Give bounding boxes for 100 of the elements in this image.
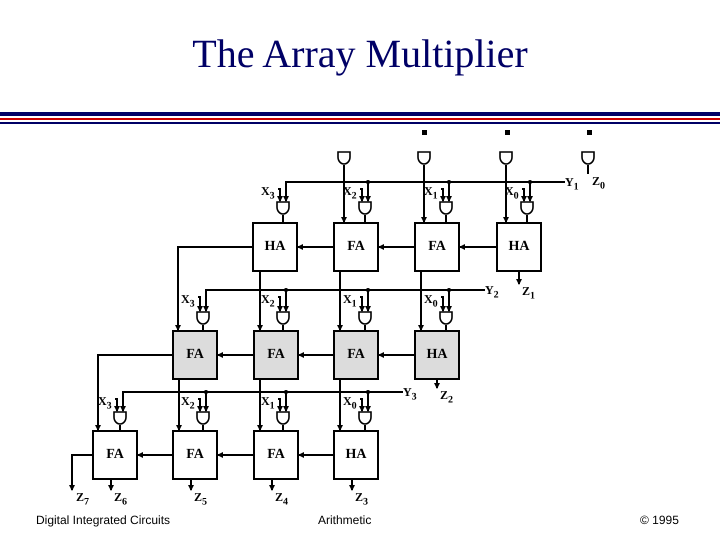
wire — [202, 325, 204, 330]
output-label: Z$_{5}$ — [184, 490, 208, 504]
arrow — [188, 480, 194, 491]
arrow — [114, 398, 120, 412]
arrow — [257, 380, 263, 431]
arrow — [137, 452, 172, 458]
signal-label: X$_{0}$ — [343, 394, 360, 408]
adder-block: HA — [496, 222, 542, 272]
output-label: Z$_{0}$ — [582, 174, 606, 188]
adder-block: FA — [172, 430, 218, 480]
wire — [282, 425, 284, 430]
signal-label: X$_{2}$ — [181, 394, 198, 408]
output-label: Z$_{2}$ — [430, 388, 454, 402]
and-gate-symbol — [417, 151, 431, 165]
wire — [364, 425, 366, 430]
arrow — [95, 354, 172, 431]
signal-label: Y$_{3}$ — [403, 385, 423, 399]
signal-label: X$_{1}$ — [424, 184, 441, 198]
adder-block: FA — [414, 222, 460, 272]
signal-label: X$_{0}$ — [424, 292, 441, 306]
wire — [282, 215, 284, 222]
and-gate-symbol — [358, 411, 372, 425]
signal-label: Y$_{2}$ — [485, 283, 505, 297]
arrow — [69, 454, 92, 491]
output-label: Z$_{7}$ — [66, 490, 90, 504]
signal-label: X$_{2}$ — [261, 292, 278, 306]
arrow — [459, 244, 496, 250]
footer-text: © 1995 — [640, 513, 679, 527]
footer-text: Digital Integrated Circuits — [36, 513, 170, 527]
arrow — [503, 165, 509, 223]
arrow — [175, 246, 252, 331]
and-gate-symbol — [196, 411, 210, 425]
signal-label: X$_{3}$ — [98, 394, 115, 408]
signal-label: Y$_{1}$ — [565, 175, 585, 189]
adder-block: FA — [92, 430, 138, 480]
adder-block: FA — [172, 330, 218, 380]
signal-label: X$_{3}$ — [261, 184, 278, 198]
and-gate-symbol — [358, 311, 372, 325]
adder-block: FA — [333, 330, 379, 380]
arrow — [521, 188, 527, 202]
arrow — [378, 352, 414, 358]
arrow — [277, 398, 283, 412]
arrow — [359, 398, 365, 412]
wire — [364, 215, 366, 222]
and-gate-symbol — [276, 311, 290, 325]
and-gate-symbol — [581, 151, 595, 165]
arrow — [197, 296, 203, 312]
arrow — [349, 480, 355, 491]
footer-text: Arithmetic — [318, 513, 372, 527]
and-gate-symbol — [499, 151, 513, 165]
arrow — [269, 480, 275, 491]
arrow — [341, 165, 347, 223]
and-gate-symbol — [113, 411, 127, 425]
arrow — [418, 272, 424, 331]
output-label: Z$_{4}$ — [265, 490, 289, 504]
arrow — [108, 480, 114, 491]
signal-label: X$_{3}$ — [181, 292, 198, 306]
arrow — [297, 244, 333, 250]
and-gate-symbol — [439, 201, 453, 215]
title: The Array Multiplier — [191, 30, 529, 77]
signal-label: X$_{1}$ — [261, 394, 278, 408]
wire — [364, 325, 366, 330]
arrow — [337, 380, 343, 431]
wire — [202, 425, 204, 430]
wire — [282, 325, 284, 330]
wire — [526, 215, 528, 222]
arrow — [298, 452, 333, 458]
arrow — [337, 272, 343, 331]
arrow — [277, 188, 283, 202]
adder-block: FA — [253, 330, 299, 380]
wire — [445, 215, 447, 222]
and-gate-symbol — [337, 151, 351, 165]
adder-block: HA — [414, 330, 460, 380]
arrow — [440, 296, 446, 312]
output-label: Z$_{6}$ — [104, 490, 128, 504]
arrow — [257, 272, 263, 331]
signal-label: X$_{1}$ — [343, 292, 360, 306]
arrow — [359, 188, 365, 202]
adder-block: HA — [333, 430, 379, 480]
and-gate-symbol — [276, 201, 290, 215]
arrow — [217, 452, 253, 458]
and-gate-symbol — [439, 311, 453, 325]
arrow — [527, 181, 565, 202]
arrow — [298, 352, 333, 358]
and-gate-symbol — [520, 201, 534, 215]
arrow — [359, 296, 365, 312]
arrow — [176, 380, 182, 431]
arrow — [197, 398, 203, 412]
arrow — [434, 380, 440, 389]
wire — [445, 325, 447, 330]
arrow — [378, 244, 414, 250]
and-gate-symbol — [358, 201, 372, 215]
arrow — [277, 296, 283, 312]
arrow — [440, 188, 446, 202]
wire — [119, 425, 121, 430]
arrow — [217, 352, 253, 358]
wire — [587, 165, 589, 174]
output-label: Z$_{1}$ — [512, 284, 536, 298]
adder-block: HA — [252, 222, 298, 272]
adder-block: FA — [333, 222, 379, 272]
